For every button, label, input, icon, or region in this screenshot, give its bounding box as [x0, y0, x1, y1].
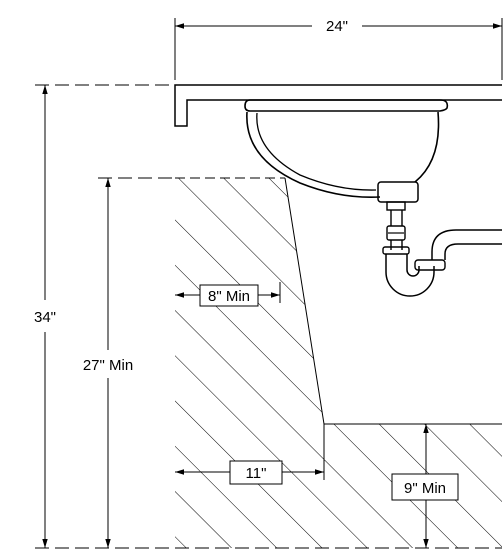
- toe-depth-label-box: [229, 460, 283, 485]
- sink-bowl: [244, 99, 449, 199]
- toe-clearance-height-label: 9" Min: [404, 480, 446, 497]
- toe-depth-label: 11": [246, 465, 267, 482]
- knee-clearance-height-label: 27" Min: [83, 357, 133, 374]
- knee-depth-label-box: [199, 284, 259, 307]
- knee-depth-label: 8" Min: [208, 288, 250, 305]
- countertop: [174, 84, 502, 127]
- p-trap: [385, 229, 502, 297]
- toe-clearance-height-label-box: [391, 473, 459, 501]
- clearance-zone-hatch: [175, 178, 502, 548]
- counter-width-label: 24": [326, 18, 348, 35]
- counter-height-label: 34": [34, 309, 56, 326]
- drain-pipe: [377, 181, 419, 255]
